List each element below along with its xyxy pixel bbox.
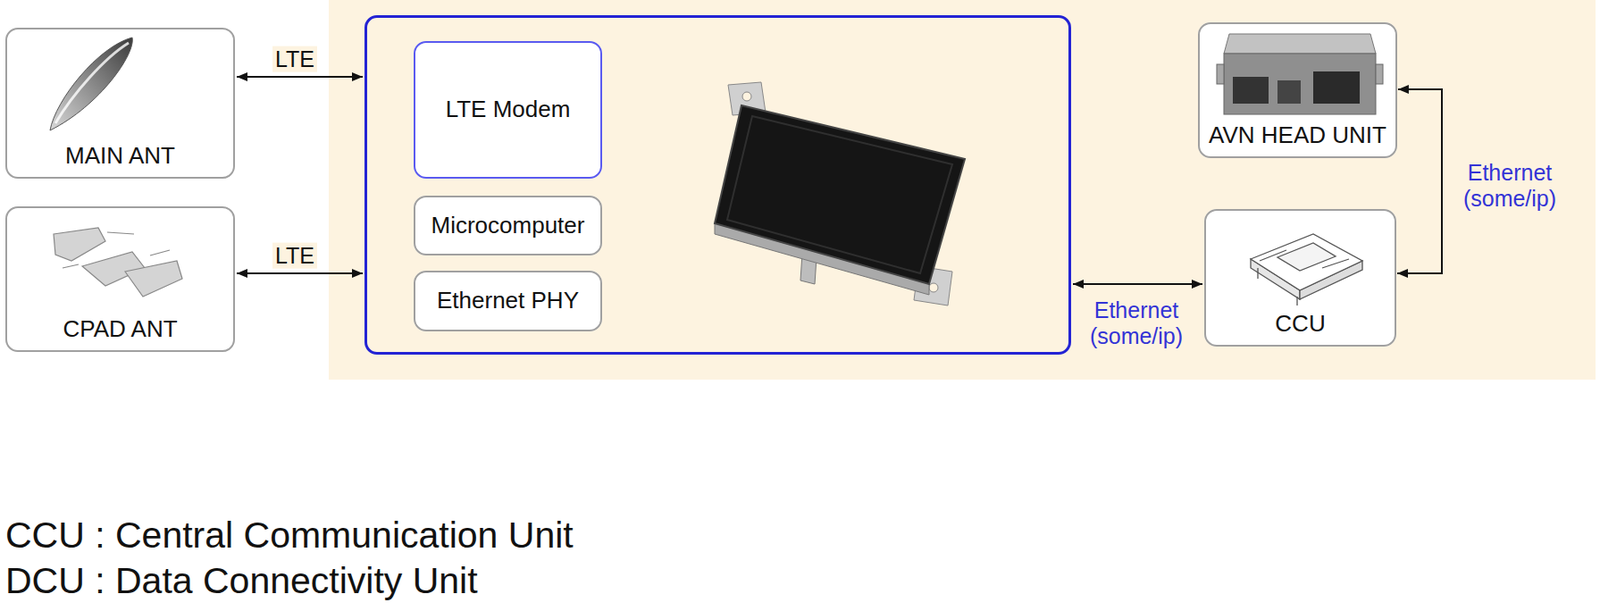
component-box: Microcomputer [413, 195, 603, 256]
unit-box: AVN HEAD UNIT [1197, 22, 1398, 159]
unit-front [1223, 53, 1376, 115]
node-label: AVN HEAD UNIT [1208, 122, 1387, 150]
module-body [714, 105, 965, 285]
box-fill [1197, 22, 1398, 159]
antenna-box: MAIN ANT [5, 27, 235, 179]
dcu-module [714, 82, 965, 306]
box-fills [5, 22, 1398, 352]
unit-box: CCU [1204, 209, 1397, 347]
antenna-box: CPAD ANT [5, 206, 235, 352]
connector-arrow [1072, 283, 1203, 285]
connector-label: LTE [272, 242, 318, 269]
note-text: DCU : Data Connectivity Unit [5, 561, 478, 602]
node-label: CCU [1274, 310, 1325, 338]
unit-ear [1216, 64, 1224, 84]
unit-connector [1277, 80, 1301, 104]
node-label: LTE Modem [445, 96, 571, 124]
antenna-part [53, 227, 106, 261]
shark-fin-antenna [50, 37, 133, 131]
unit-ear [1375, 64, 1383, 84]
connector-label: Ethernet (some/ip) [1449, 159, 1571, 212]
connector-label: Ethernet (some/ip) [1075, 297, 1198, 350]
ccu-board [1250, 234, 1363, 306]
mount-hole [742, 92, 752, 101]
note-text: CCU : Central Communication Unit [5, 515, 574, 556]
node-label: CPAD ANT [62, 316, 177, 344]
connector-label: LTE [272, 46, 318, 73]
antenna-shell [50, 37, 133, 131]
box-fill [1204, 209, 1397, 347]
module-rim [727, 116, 953, 274]
antenna-part [125, 260, 183, 297]
connector-arrow [236, 75, 363, 78]
node-label: MAIN ANT [65, 142, 176, 170]
component-box: Ethernet PHY [413, 270, 603, 332]
box-fill [5, 27, 235, 179]
box-fill [5, 206, 235, 352]
module-box: LTE ModemMicrocomputerEthernet PHY [364, 15, 1072, 355]
mount-hole [929, 283, 939, 293]
connector-arrow [236, 272, 363, 275]
component-box: LTE Modem [413, 41, 603, 179]
box-fill [413, 195, 603, 256]
antenna-wire [62, 232, 170, 269]
box-fill [413, 41, 603, 179]
cpad-antenna [53, 227, 183, 297]
antenna-highlight [55, 42, 129, 124]
unit-top [1223, 33, 1376, 54]
connector-arrow [1397, 89, 1442, 274]
board-detail [1257, 250, 1349, 306]
avn-head-unit [1216, 33, 1383, 115]
highlight-region [328, 0, 1596, 380]
unit-connector [1232, 76, 1269, 104]
box-fill [413, 270, 603, 332]
unit-connector [1313, 71, 1360, 104]
node-label: Ethernet PHY [436, 287, 579, 315]
node-label: Microcomputer [431, 212, 586, 240]
board-top [1250, 234, 1363, 291]
